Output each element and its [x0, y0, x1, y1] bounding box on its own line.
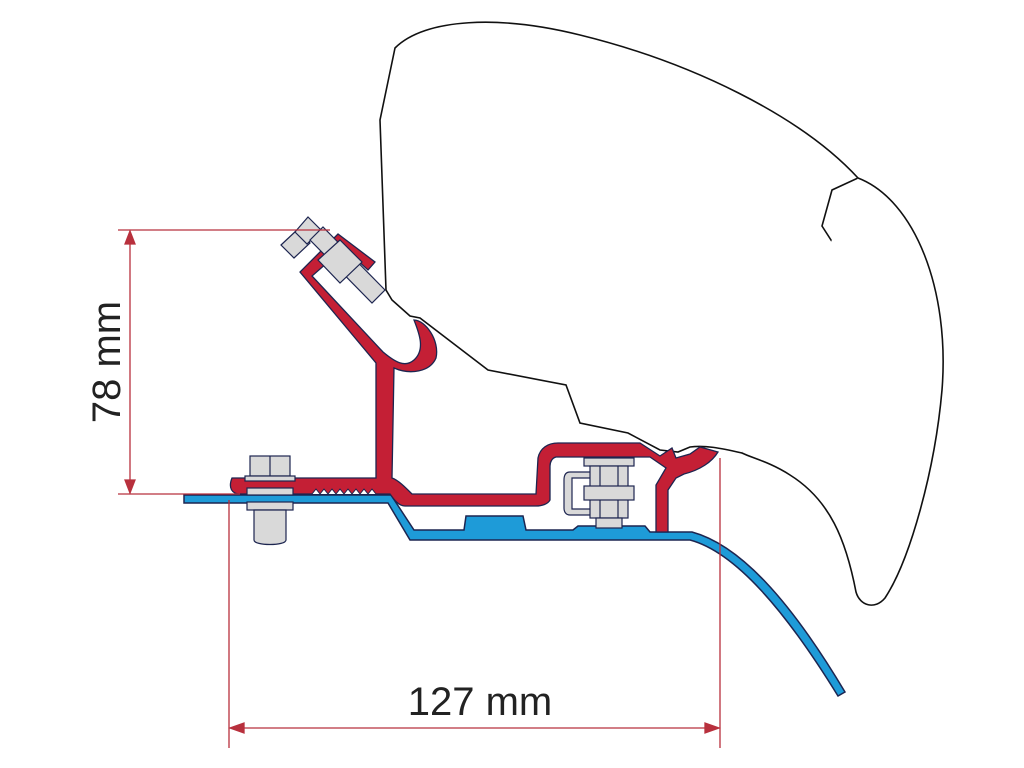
height-dimension-label: 78 mm: [85, 301, 129, 423]
base-bolt: [244, 455, 296, 546]
height-dimension: [118, 229, 330, 495]
clamp-screw: [563, 457, 635, 529]
clamp-bolt: [280, 216, 386, 304]
awning-front-cap: [741, 177, 944, 606]
width-dimension: [228, 458, 721, 748]
awning-housing: [379, 21, 861, 454]
awning-adapter-bracket: [229, 233, 719, 533]
width-dimension-label: 127 mm: [408, 680, 553, 724]
bracket-serrations: [311, 488, 377, 495]
